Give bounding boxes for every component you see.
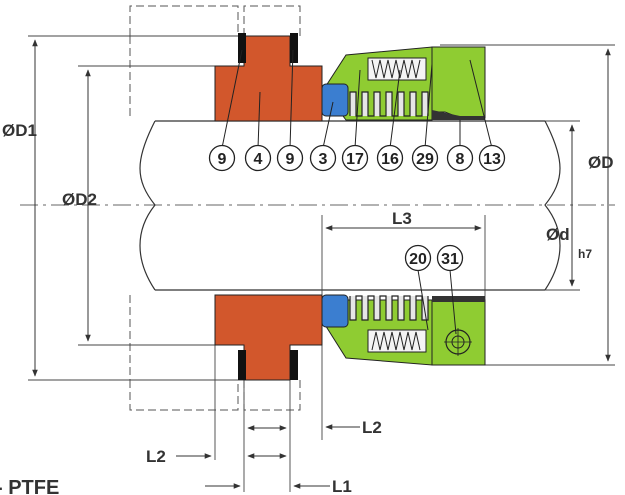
callout-circle xyxy=(404,244,432,272)
l1-label: L1 xyxy=(332,477,352,495)
seal-face-top xyxy=(321,83,349,117)
callout-circle xyxy=(376,144,404,172)
od-label: ØD xyxy=(588,153,614,172)
drive-collar-top xyxy=(431,46,486,119)
bellows-top xyxy=(349,91,429,117)
l3-label: L3 xyxy=(392,209,412,228)
callout-top-4: 17 xyxy=(341,144,369,172)
callout-circle xyxy=(208,144,236,172)
stationary-seat-bottom xyxy=(214,294,323,381)
o-ring-left-top xyxy=(238,33,246,63)
callout-circle xyxy=(411,144,439,172)
callouts: 9 4 9 3 17 16 29 8 13 20 31 xyxy=(208,144,506,272)
callout-bottom-1: 31 xyxy=(436,244,464,272)
callout-top-6: 29 xyxy=(411,144,439,172)
callout-circle xyxy=(276,144,304,172)
stationary-seat-top xyxy=(214,33,323,122)
callout-number: 20 xyxy=(409,251,427,268)
callout-leaders xyxy=(221,49,493,335)
callout-circle xyxy=(446,144,474,172)
rotary-unit-top xyxy=(321,46,486,121)
callout-circle xyxy=(244,144,272,172)
callout-circle xyxy=(478,144,506,172)
callout-number: 9 xyxy=(286,151,295,168)
callout-number: 8 xyxy=(456,151,465,168)
rotary-unit-bottom xyxy=(321,294,486,366)
bellows-bottom xyxy=(349,295,429,321)
callout-number: 3 xyxy=(319,151,328,168)
dimension-labels: ØD1 ØD2 ØD Ød h7 L3 L2 L2 L1 xyxy=(2,121,614,495)
callout-circle xyxy=(341,144,369,172)
callout-top-7: 8 xyxy=(446,144,474,172)
callout-circle xyxy=(436,244,464,272)
o-ring-right-bottom xyxy=(290,350,298,380)
callout-number: 4 xyxy=(254,151,263,168)
o-ring-right-top xyxy=(290,33,298,63)
odsmall-label: Ød xyxy=(546,225,570,244)
dimension-arrows xyxy=(32,39,611,489)
callout-number: 31 xyxy=(441,251,459,268)
callout-number: 9 xyxy=(218,151,227,168)
callout-number: 29 xyxy=(416,151,434,168)
callout-top-2: 9 xyxy=(276,144,304,172)
callout-circle xyxy=(309,144,337,172)
l2-left-label: L2 xyxy=(146,447,166,466)
callout-top-0: 9 xyxy=(208,144,236,172)
callout-bottom-0: 20 xyxy=(404,244,432,272)
callout-top-5: 16 xyxy=(376,144,404,172)
callout-top-8: 13 xyxy=(478,144,506,172)
l2-right-label: L2 xyxy=(362,418,382,437)
seal-face-bottom xyxy=(321,294,349,328)
callout-top-1: 4 xyxy=(244,144,272,172)
callout-number: 13 xyxy=(483,151,501,168)
callout-top-3: 3 xyxy=(309,144,337,172)
callout-number: 16 xyxy=(381,151,399,168)
tolerance-label: h7 xyxy=(578,247,592,261)
od2-label: ØD2 xyxy=(62,190,97,209)
extension-lines xyxy=(28,35,615,492)
o-ring-left-bottom xyxy=(238,350,246,380)
spring-bottom xyxy=(371,331,421,351)
material-note: - PTFE xyxy=(0,477,59,495)
od1-label: ØD1 xyxy=(2,121,37,140)
callout-number: 17 xyxy=(346,151,364,168)
spring-top xyxy=(371,59,421,79)
